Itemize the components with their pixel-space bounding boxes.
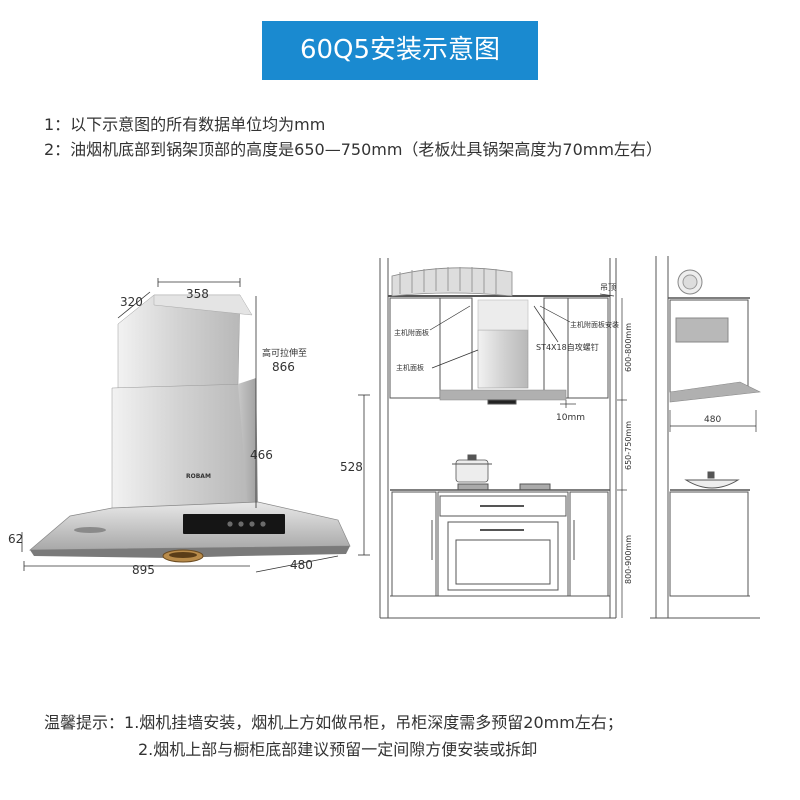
dim-chimney-height: 466	[250, 448, 273, 462]
page-title: 60Q5安装示意图	[262, 21, 538, 80]
notes: 1：以下示意图的所有数据单位均为mm 2：油烟机底部到锅架顶部的高度是650—7…	[44, 112, 662, 162]
light	[74, 527, 106, 533]
front-installation-view	[379, 258, 627, 619]
tips: 温馨提示：1.烟机挂墙安装，烟机上方如做吊柜，吊柜深度需多预留20mm左右； 2…	[44, 709, 623, 763]
label-side-depth: 480	[704, 415, 721, 425]
label-gap: 10mm	[556, 413, 585, 423]
chimney-lower	[111, 383, 249, 513]
dim-max-height: 866	[272, 360, 295, 374]
label-screw: ST4X18自攻螺钉	[536, 342, 599, 352]
dim-max-height-label: 高可拉伸至	[262, 347, 307, 359]
note-2: 2：油烟机底部到锅架顶部的高度是650—750mm（老板灶具锅架高度为70mm左…	[44, 140, 662, 159]
hood-dimension-lines	[21, 278, 370, 573]
label-panel-left-top: 主机附面板	[394, 328, 429, 337]
control-panel	[183, 514, 285, 534]
label-counter-height: 800-900mm	[624, 535, 633, 584]
tip-prefix: 温馨提示：	[44, 713, 125, 732]
front-hood-chimney	[477, 329, 529, 389]
label-install-height: 650-750mm	[624, 421, 633, 470]
brand-logo: ROBAM	[186, 473, 211, 480]
hood-product: ROBAM	[29, 294, 351, 563]
side-view	[650, 256, 762, 619]
dim-top-depth: 320	[120, 295, 143, 309]
chimney-upper	[117, 294, 241, 389]
label-cabinet-height: 600-800mm	[624, 323, 633, 372]
front-hood-body	[439, 389, 567, 401]
tip-line-1: 1.烟机挂墙安装，烟机上方如做吊柜，吊柜深度需多预留20mm左右；	[124, 713, 623, 732]
note-1: 1：以下示意图的所有数据单位均为mm	[44, 115, 326, 134]
tip-1: 温馨提示：1.烟机挂墙安装，烟机上方如做吊柜，吊柜深度需多预留20mm左右；	[44, 709, 623, 736]
label-panel-left-mid: 主机面板	[396, 363, 424, 372]
label-panel-right: 主机附面板安装	[570, 320, 619, 329]
label-ceiling: 吊顶	[600, 283, 616, 292]
dim-body-width: 895	[132, 563, 155, 577]
exhaust-duct	[391, 267, 513, 297]
dim-body-height: 62	[8, 532, 23, 546]
dim-body-depth: 480	[290, 558, 313, 572]
dim-top-width: 358	[186, 287, 209, 301]
tip-2: 2.烟机上部与橱柜底部建议预留一定间隙方便安装或拆卸	[138, 740, 538, 759]
dim-total-height: 528	[340, 460, 363, 474]
pot	[455, 459, 489, 483]
